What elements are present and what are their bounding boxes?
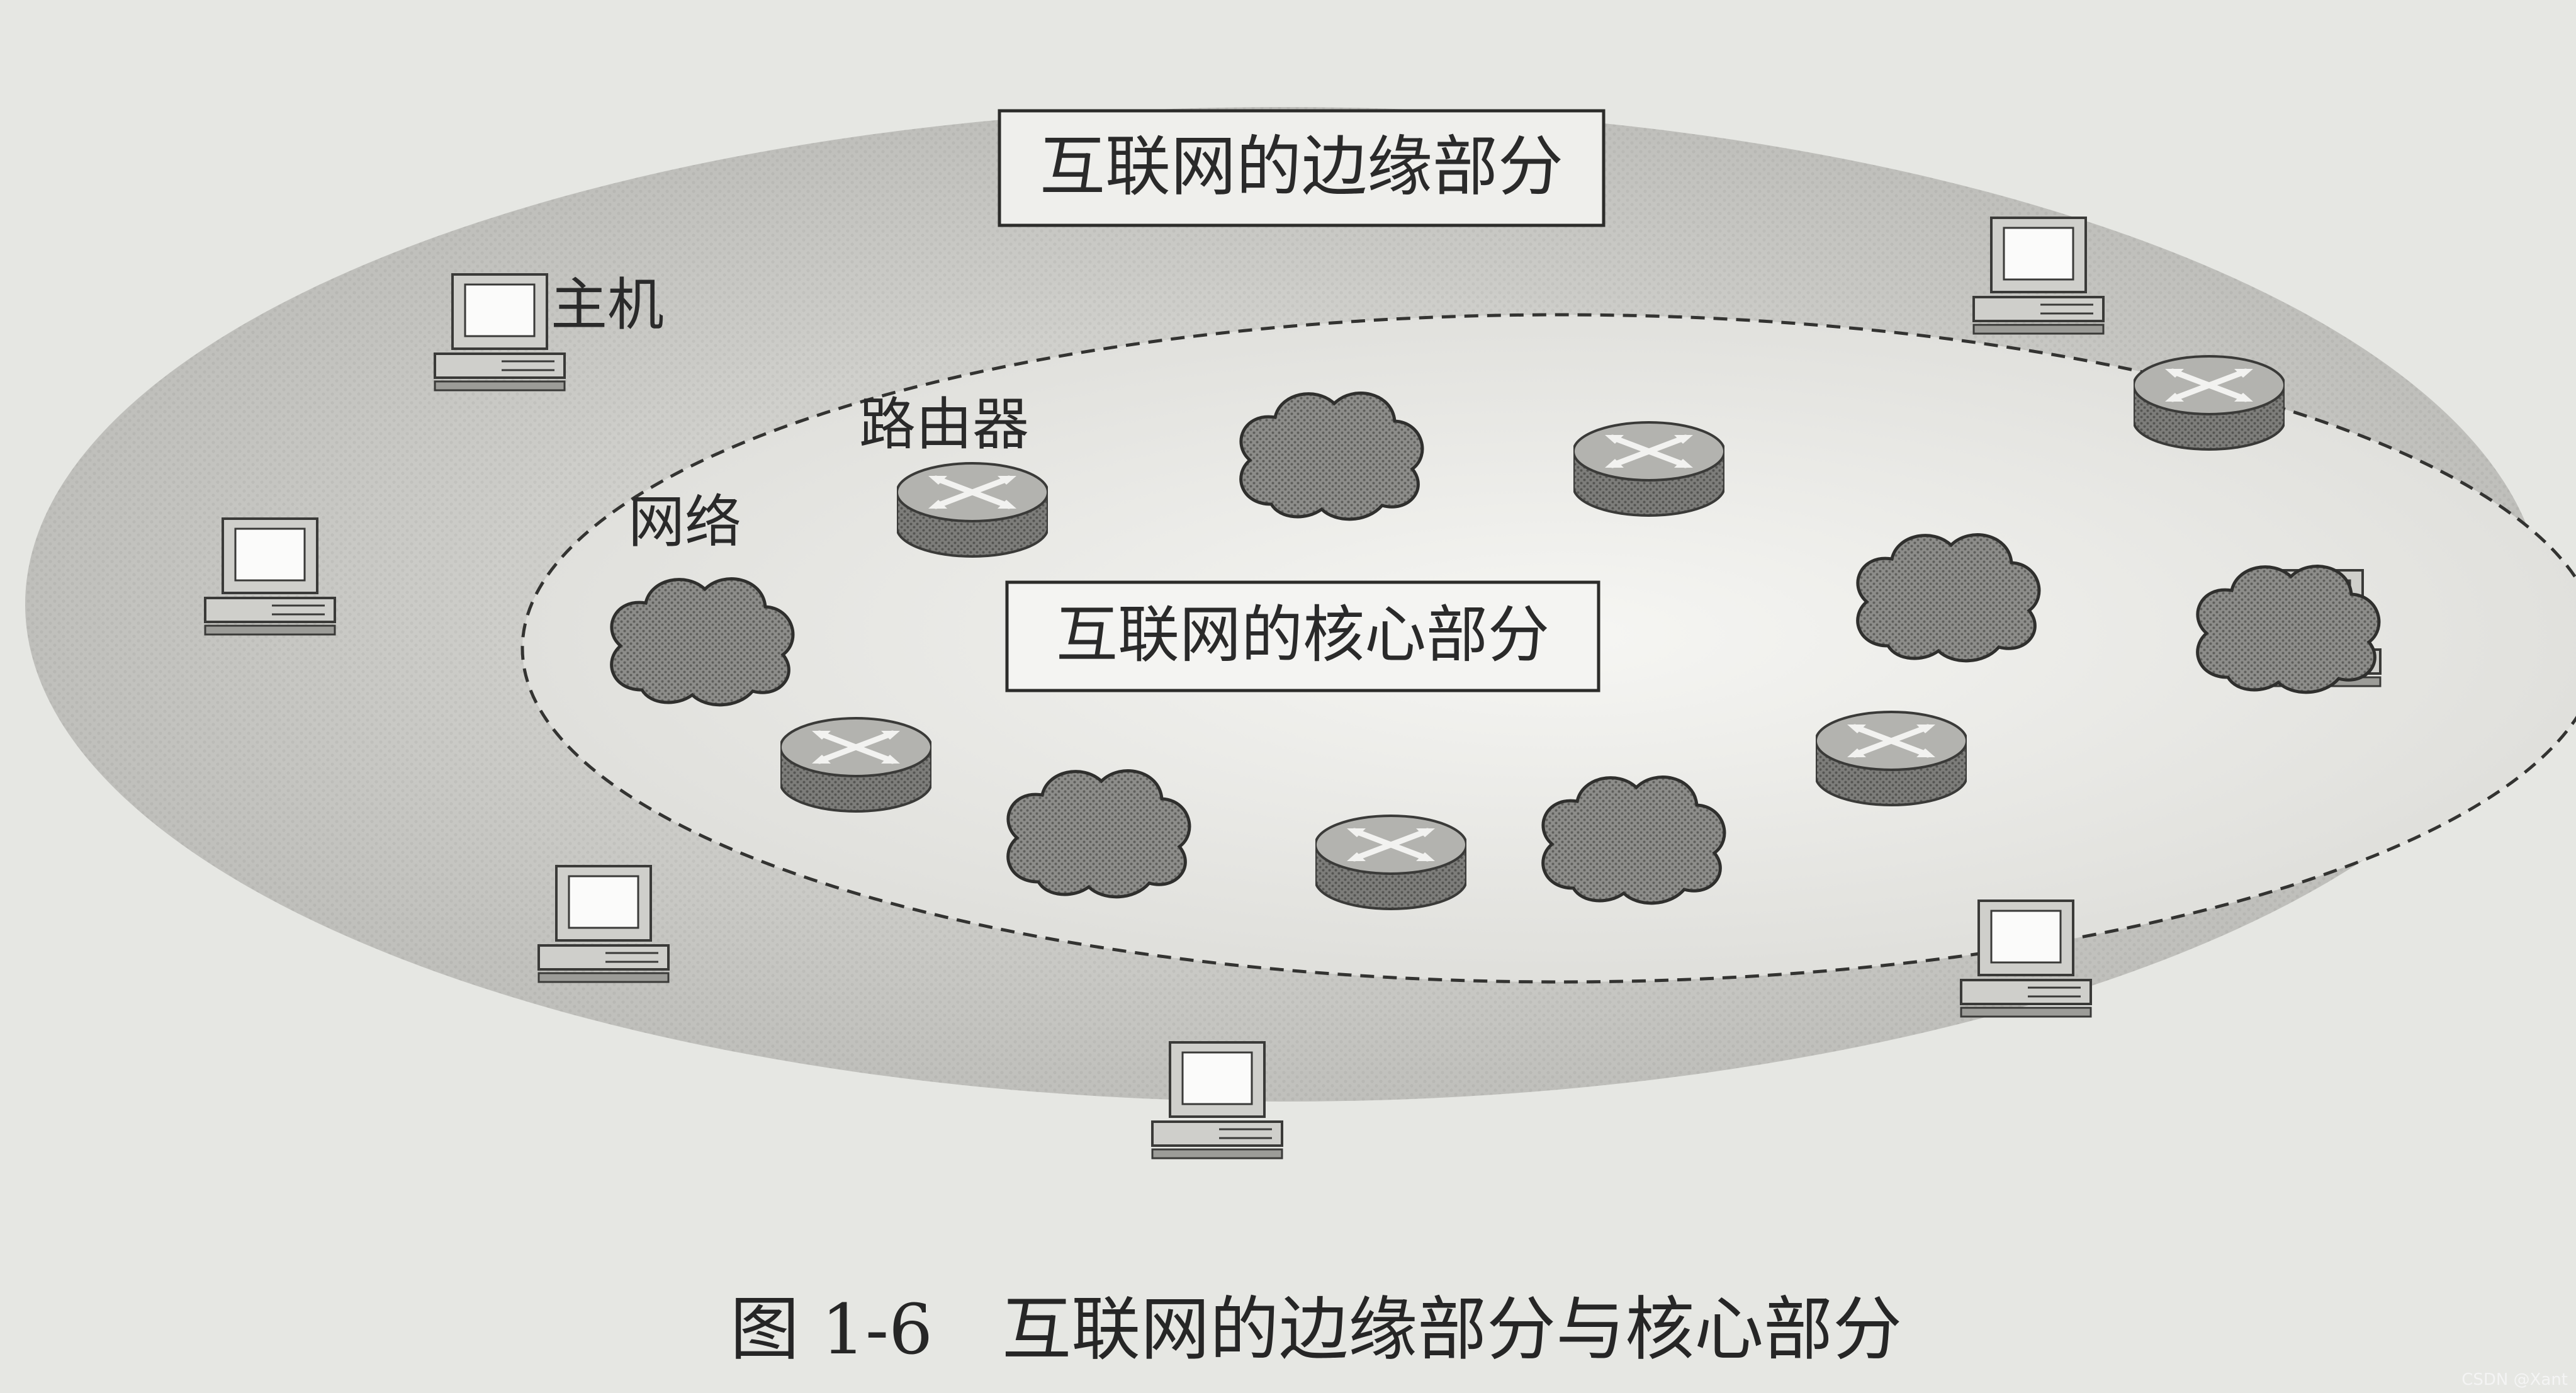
host-computer-icon bbox=[1972, 217, 2105, 335]
host-computer-icon bbox=[1151, 1041, 1283, 1159]
network-label: 网络 bbox=[628, 489, 741, 555]
router-icon bbox=[2134, 356, 2285, 449]
router-icon bbox=[1816, 712, 1967, 805]
core-title: 互联网的核心部分 bbox=[1056, 599, 1550, 671]
router-icon bbox=[897, 463, 1048, 556]
host-computer-icon bbox=[537, 865, 670, 983]
router-icon bbox=[780, 718, 931, 811]
edge-title-box: 互联网的边缘部分 bbox=[998, 109, 1606, 227]
router-icon bbox=[1315, 816, 1466, 909]
router-label: 路由器 bbox=[859, 392, 1029, 458]
figure-caption: 图 1-6 互联网的边缘部分与核心部分 bbox=[730, 1289, 1902, 1370]
watermark: CSDN @Xant bbox=[2461, 1370, 2568, 1389]
core-title-box: 互联网的核心部分 bbox=[1005, 580, 1600, 692]
host-computer-icon bbox=[1960, 900, 2092, 1018]
host-computer-icon bbox=[434, 273, 566, 392]
edge-title: 互联网的边缘部分 bbox=[1040, 128, 1563, 205]
router-icon bbox=[1573, 422, 1724, 516]
host-computer-icon bbox=[204, 517, 336, 636]
host-label: 主机 bbox=[551, 272, 664, 338]
